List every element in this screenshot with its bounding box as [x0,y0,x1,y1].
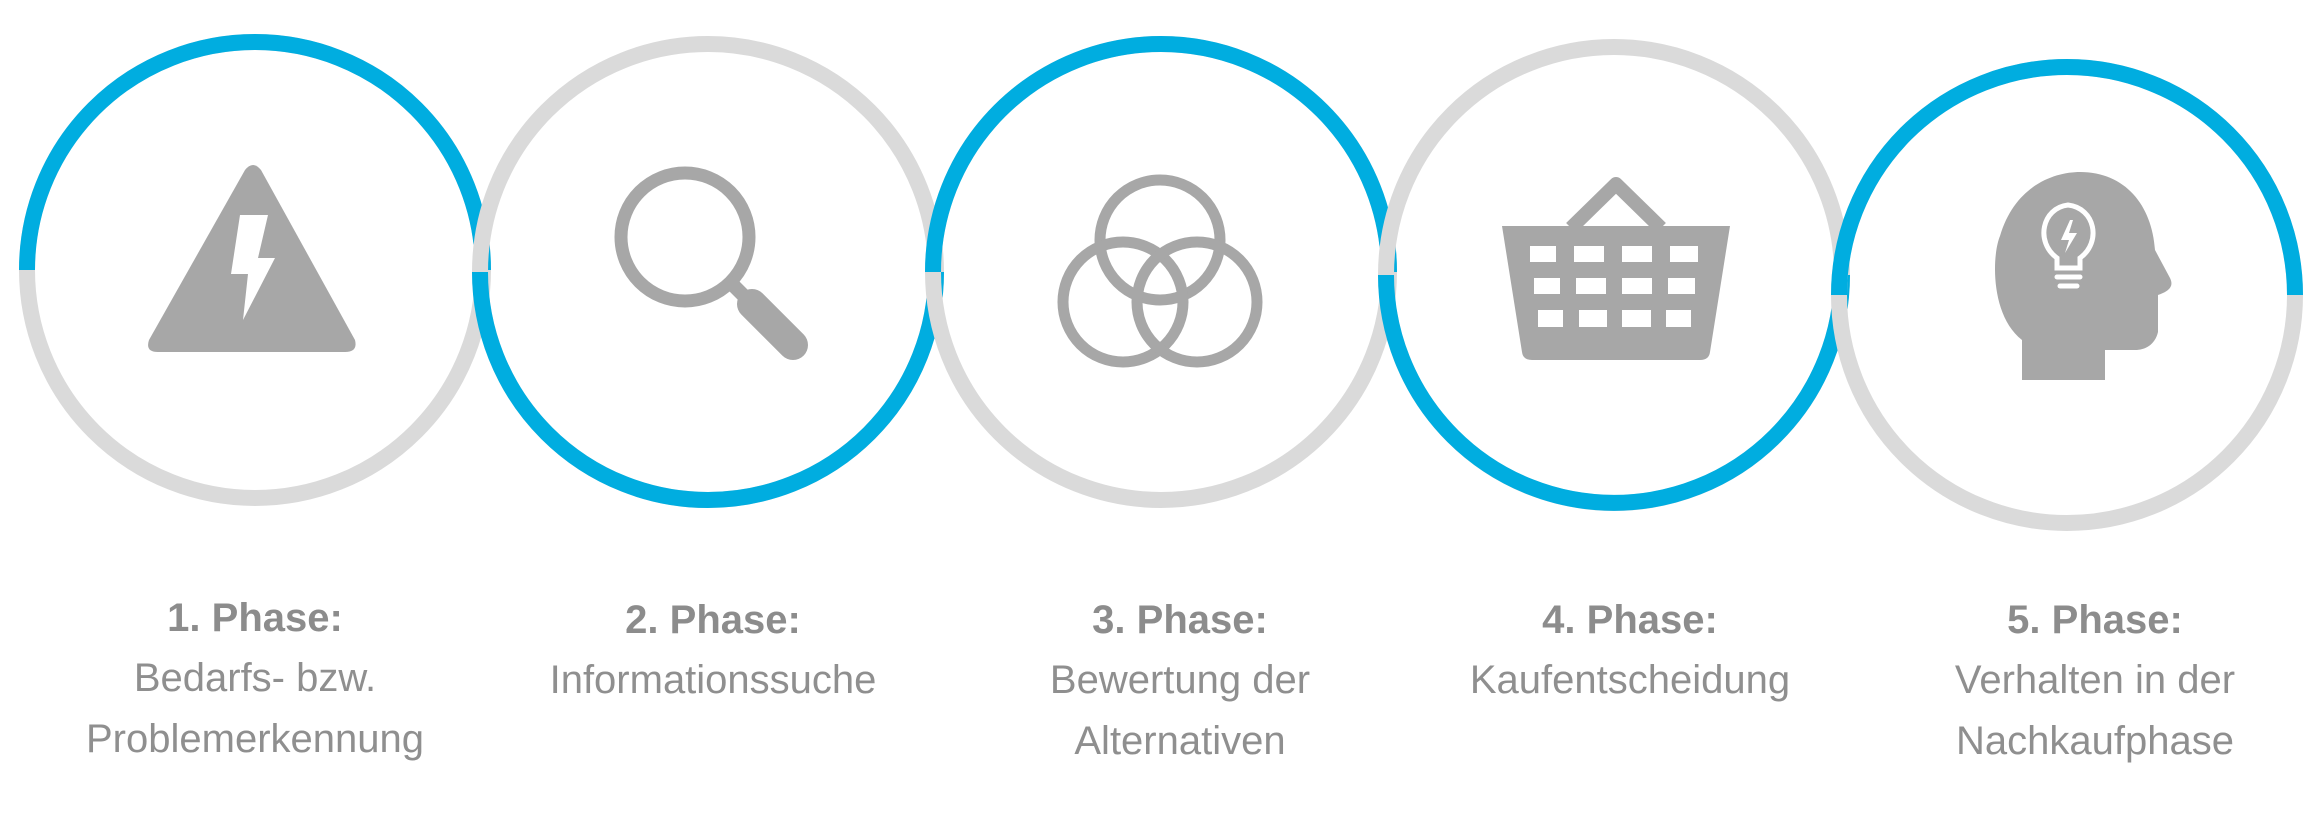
phase-1-desc-line-1: Bedarfs- bzw. [133,656,377,700]
head-lightbulb-icon [1994,172,2172,380]
phase-2-ring [472,36,944,508]
phase-1-title: 1. Phase: [167,596,343,640]
phase-3-desc-line-1: Bewertung der [1049,658,1311,702]
phase-2-title: 2. Phase: [625,598,801,642]
phase-3-desc-line-2: Alternativen [1074,719,1286,763]
venn-circles-icon [1057,174,1263,368]
phase-5-ring [1831,59,2303,531]
phase-4-title: 4. Phase: [1542,598,1718,642]
phase-5-label: 5. Phase: Verhalten in der Nachkaufphase [1885,590,2305,772]
shopping-basket-icon [1502,177,1730,360]
phase-1-desc-line-2: Problemerkennung [86,717,424,761]
phase-1-label: 1. Phase: Bedarfs- bzw. Problemerkennung [45,588,465,770]
phase-3-title: 3. Phase: [1092,598,1268,642]
phase-4-label: 4. Phase: Kaufentscheidung [1420,590,1840,711]
phase-4-desc-line-1: Kaufentscheidung [1469,658,1791,702]
warning-triangle-lightning-icon [148,165,356,352]
phase-5-desc-line-1: Verhalten in der [1954,658,2236,702]
phase-5-desc-line-2: Nachkaufphase [1956,719,2234,763]
phase-3-label: 3. Phase: Bewertung der Alternativen [970,590,1390,772]
phase-3-ring [925,36,1397,508]
phase-2-desc-line-1: Informationssuche [549,658,877,702]
phase-2-label: 2. Phase: Informationssuche [503,590,923,711]
magnifying-glass-icon [614,166,808,360]
phase-5-title: 5. Phase: [2007,598,2183,642]
